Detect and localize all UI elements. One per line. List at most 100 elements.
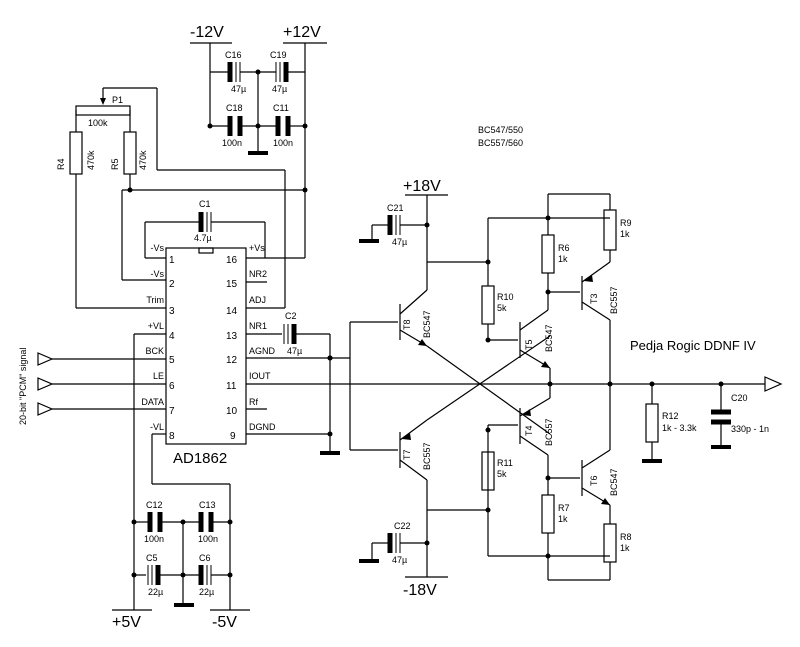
transistor-t7-type: BC557: [422, 442, 432, 470]
ic-pin14-name: ADJ: [249, 295, 266, 305]
ic-pin1-num: 1: [169, 255, 175, 266]
ic-pin6-num: 6: [169, 381, 175, 392]
ic-pin3-name: Trim: [146, 295, 164, 305]
res-r11-ref: R11: [497, 458, 513, 468]
res-r8-ref: R8: [620, 532, 632, 542]
ic-pin7-name: DATA: [141, 397, 164, 407]
rail-label-neg12: -12V: [190, 24, 224, 41]
transistor-t4: T4 BC557: [519, 384, 554, 456]
output-section: R12 1k - 3.3k C20 330p - 1n: [610, 376, 783, 463]
ic-pin5-num: 5: [169, 355, 175, 366]
transistor-t4-type: BC557: [544, 418, 554, 446]
ic-pin11-num: 11: [226, 381, 237, 392]
trim-network: P1 100k R4 470k R5 470k: [56, 87, 308, 309]
cap-c12-ref: C12: [146, 500, 163, 510]
cap-c19-value: 47µ: [272, 84, 287, 94]
transistor-note-npn: BC547/550: [478, 125, 523, 135]
ic-pin4-num: 4: [169, 331, 175, 342]
cap-c12-value: 100n: [144, 534, 164, 544]
supply-5v-section: C12 100n C13 100n C5 22µ C6 22µ +5V -5V: [112, 333, 250, 631]
res-r8-value: 1k: [620, 543, 630, 553]
ic-pin2-num: 2: [169, 279, 175, 290]
ic-pin16-num: 16: [226, 255, 238, 266]
output-stage-rails: +18V C21 47µ -18V C22 47µ: [359, 178, 448, 599]
res-r6-ref: R6: [558, 243, 570, 253]
res-r11-value: 5k: [497, 469, 507, 479]
transistor-t7: T7 BC557: [349, 335, 551, 481]
res-r12-value: 1k - 3.3k: [662, 423, 697, 433]
ic-pin8-name: -VL: [150, 422, 164, 432]
cap-c11-ref: C11: [273, 103, 289, 113]
cap-c2-value: 47µ: [287, 346, 302, 356]
ic-pin12-num: 12: [226, 355, 238, 366]
rail-label-neg18: -18V: [403, 582, 437, 599]
cap-c13-ref: C13: [199, 500, 216, 510]
res-r5-ref: R5: [110, 158, 120, 170]
transistor-t4-ref: T4: [524, 425, 534, 436]
ic-pin9-name: DGND: [249, 422, 276, 432]
ic-pin15-num: 15: [226, 279, 238, 290]
cap-c22-value: 47µ: [392, 555, 407, 565]
supply-12v-section: -12V +12V C16 47µ C19 47µ C18 100n C11 1…: [190, 24, 327, 258]
cap-c13-value: 100n: [198, 534, 218, 544]
transistor-t5-type: BC547: [544, 324, 554, 352]
ic-pin10-num: 10: [226, 406, 238, 417]
rail-label-neg5: -5V: [212, 614, 237, 631]
transistor-t3: T3 BC557: [548, 261, 619, 387]
transistor-t3-type: BC557: [609, 286, 619, 314]
ic-ad1862: AD1862 1 2 3 4 5 6 7 8 -Vs -Vs Trim +VL …: [141, 243, 610, 467]
transistor-t3-ref: T3: [589, 293, 599, 304]
cap-c16-value: 47µ: [231, 84, 246, 94]
pot-p1-ref: P1: [112, 95, 123, 105]
input-signal-label: 20-bit "PCM" signal: [18, 348, 28, 425]
cap-c11-value: 100n: [273, 138, 293, 148]
cap-c1-value: 4.7µ: [194, 233, 212, 243]
pot-p1-value: 100k: [88, 118, 108, 128]
transistor-t8: T8 BC547: [327, 289, 551, 435]
transistor-t5: T5 BC547: [519, 309, 554, 387]
res-r7-ref: R7: [558, 503, 570, 513]
transistor-t6-ref: T6: [589, 475, 599, 486]
res-r12-ref: R12: [662, 411, 679, 421]
input-le-arrow: [37, 377, 54, 391]
cap-c21-value: 47µ: [392, 237, 407, 247]
res-r9-value: 1k: [620, 229, 630, 239]
cap-c2: C2 47µ: [283, 311, 340, 455]
ic-pin7-num: 7: [169, 406, 175, 417]
ic-pin12-name: AGND: [249, 346, 276, 356]
ic-pin13-num: 13: [226, 331, 238, 342]
res-r10-value: 5k: [497, 303, 507, 313]
cap-c22-ref: C22: [394, 521, 411, 531]
ic-pin13-name: NR1: [249, 321, 267, 331]
ic-name: AD1862: [173, 450, 227, 467]
transistor-t6-type: BC547: [609, 468, 619, 496]
ic-pin15-name: NR2: [249, 269, 267, 279]
ic-pin6-name: LE: [153, 371, 164, 381]
cap-c1: C1 4.7µ: [144, 199, 266, 259]
transistor-t8-ref: T8: [402, 319, 412, 330]
transistor-note-pnp: BC557/560: [478, 138, 523, 148]
cap-c5-ref: C5: [146, 553, 158, 563]
rail-label-pos12: +12V: [283, 24, 321, 41]
transistor-t7-ref: T7: [402, 449, 412, 460]
transistor-t8-type: BC547: [422, 310, 432, 338]
transistor-t6: T6 BC547: [548, 384, 619, 506]
lower-network: R11 5k R7 1k R8 1k: [427, 424, 632, 581]
ic-pin5-name: BCK: [145, 346, 164, 356]
cap-c21-ref: C21: [387, 203, 404, 213]
input-bck-arrow: [37, 352, 54, 366]
res-r9-ref: R9: [620, 218, 632, 228]
res-r4-value: 470k: [86, 150, 96, 170]
cap-c6-ref: C6: [199, 553, 211, 563]
cap-c20-value: 330p - 1n: [731, 424, 769, 434]
ic-pin16-name: +Vs: [249, 243, 265, 253]
rail-label-pos5: +5V: [112, 614, 141, 631]
ic-pin2-name: -Vs: [151, 269, 165, 279]
res-r6-value: 1k: [558, 254, 568, 264]
cap-c2-ref: C2: [285, 311, 297, 321]
input-data-arrow: [37, 402, 54, 416]
res-r7-value: 1k: [558, 514, 568, 524]
res-r5-value: 470k: [138, 150, 148, 170]
res-r10-ref: R10: [497, 292, 514, 302]
